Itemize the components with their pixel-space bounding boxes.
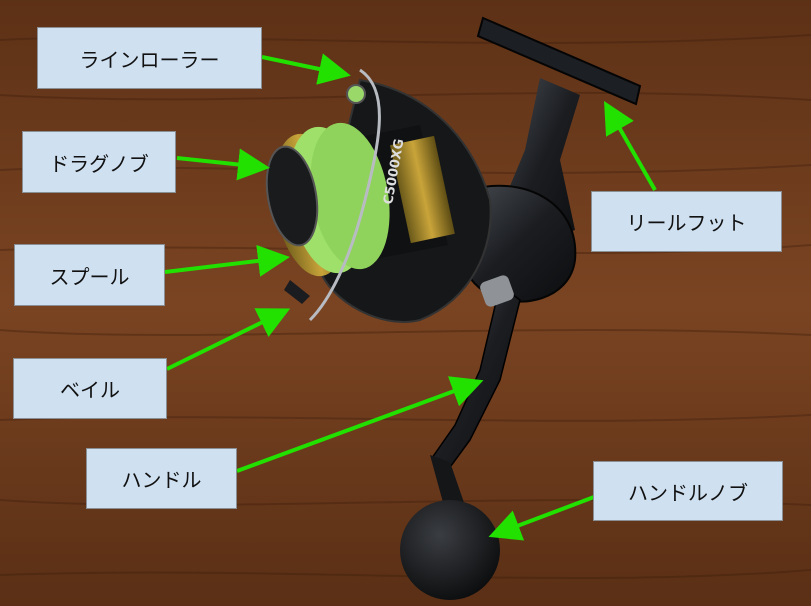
label-drag-knob-text: ドラグノブ xyxy=(49,151,149,176)
handle-collar xyxy=(480,275,514,307)
spool-graphic: C5000XG xyxy=(265,122,455,277)
label-spool-text: スプール xyxy=(49,264,130,289)
label-handle-knob: ハンドルノブ xyxy=(593,461,783,521)
label-drag-knob: ドラグノブ xyxy=(22,131,176,193)
handle-knob-graphic xyxy=(400,500,500,600)
label-reel-foot: リールフット xyxy=(591,191,782,252)
label-bail: ベイル xyxy=(13,358,167,419)
line-roller-graphic xyxy=(346,84,366,104)
label-spool: スプール xyxy=(14,244,165,306)
reel-foot xyxy=(476,16,642,106)
label-line-roller: ラインローラー xyxy=(37,27,262,89)
label-handle: ハンドル xyxy=(86,448,237,509)
label-handle-text: ハンドル xyxy=(121,468,202,492)
label-reel-foot-text: リールフット xyxy=(626,211,747,235)
label-bail-text: ベイル xyxy=(60,378,120,402)
bail-arm xyxy=(284,280,310,304)
bail-wire xyxy=(308,68,381,322)
label-line-roller-text: ラインローラー xyxy=(79,47,220,72)
label-handle-knob-text: ハンドルノブ xyxy=(628,480,748,505)
